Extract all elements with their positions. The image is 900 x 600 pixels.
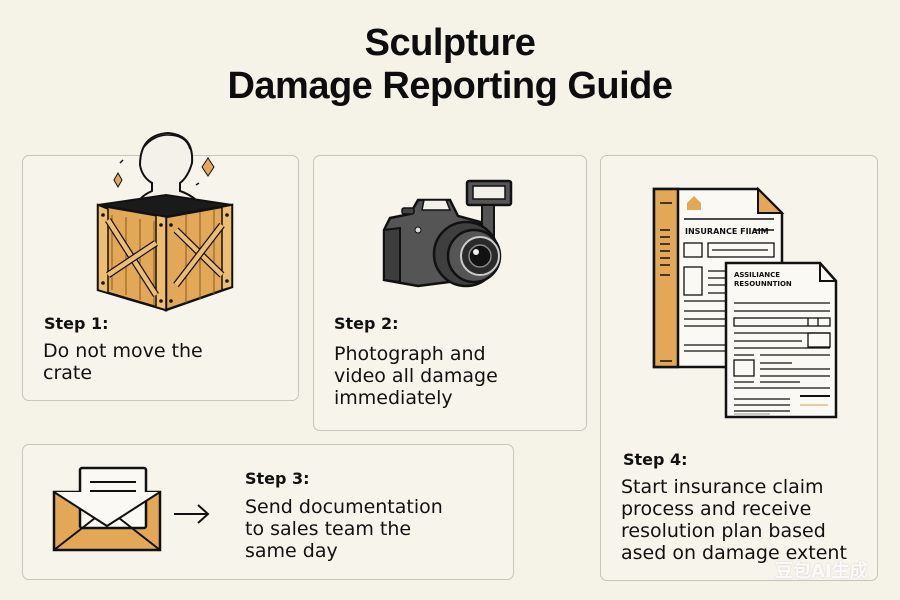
watermark: 豆包AI生成 bbox=[775, 561, 868, 582]
insurance-documents-icon: INSURANCE FIIAIM ASSILIANCE RESOUNNTION bbox=[652, 186, 838, 419]
svg-text:ASSILIANCE: ASSILIANCE bbox=[734, 271, 780, 279]
arrow-right-icon bbox=[174, 504, 210, 524]
title-line-2: Damage Reporting Guide bbox=[227, 65, 673, 107]
step-1-label: Step 1: bbox=[44, 314, 109, 333]
step-2-text: Photograph and video all damage immediat… bbox=[334, 343, 498, 409]
step-4-text: Start insurance claim process and receiv… bbox=[621, 476, 847, 564]
step-2-label: Step 2: bbox=[334, 314, 399, 333]
step-1-text: Do not move the crate bbox=[43, 340, 203, 384]
camera-icon bbox=[382, 179, 513, 288]
step-3-label: Step 3: bbox=[245, 469, 310, 488]
step-4-label: Step 4: bbox=[623, 450, 688, 469]
step-3-text: Send documentation to sales team the sam… bbox=[245, 496, 443, 562]
crate-with-sculpture-icon bbox=[96, 131, 234, 312]
title-line-1: Sculpture bbox=[364, 22, 536, 64]
svg-text:INSURANCE FIIAIM: INSURANCE FIIAIM bbox=[685, 227, 769, 236]
page-title: Sculpture Damage Reporting Guide bbox=[0, 22, 900, 108]
envelope-icon bbox=[52, 466, 162, 552]
svg-text:RESOUNNTION: RESOUNNTION bbox=[734, 280, 792, 288]
